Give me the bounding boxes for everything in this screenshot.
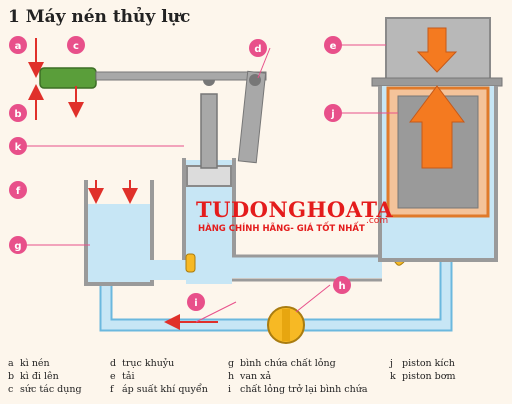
- callout-a-label: a: [15, 41, 22, 52]
- callout-c: [67, 36, 85, 54]
- callout-k: [9, 137, 27, 155]
- pump-piston-rod: [200, 93, 218, 169]
- callout-g-label: g: [14, 241, 21, 252]
- page-title: 1 Máy nén thủy lực: [8, 7, 191, 27]
- callouts: a b c d e f g h i j k: [9, 36, 351, 311]
- callout-d-label: d: [254, 44, 261, 55]
- pump-cylinder: [182, 74, 236, 284]
- callout-h: [333, 276, 351, 294]
- watermark-suffix: .com: [366, 216, 389, 226]
- callout-j-label: j: [330, 109, 334, 120]
- watermark-brand: TUDONGHOATA: [196, 197, 394, 222]
- callout-e: [324, 36, 342, 54]
- callout-b-label: b: [14, 109, 21, 120]
- lift-arrow: [409, 85, 465, 169]
- callout-c-label: c: [73, 41, 79, 52]
- load-arrow: [416, 27, 458, 73]
- callout-i: [187, 293, 205, 311]
- hydraulic-press-diagram: a b c d e f g h i j k: [9, 17, 503, 344]
- callout-k-label: k: [15, 142, 22, 153]
- pump-piston: [186, 165, 232, 187]
- jack-cylinder: [371, 17, 503, 262]
- callout-h-label: h: [338, 281, 345, 292]
- callout-d: [249, 39, 267, 57]
- callout-e-label: e: [330, 41, 337, 52]
- callout-b: [9, 104, 27, 122]
- callout-a: [9, 36, 27, 54]
- reservoir: [84, 180, 186, 286]
- callout-i-label: i: [194, 298, 197, 309]
- lever-handle: [39, 67, 97, 89]
- callout-j: [324, 104, 342, 122]
- inlet-check-valve: [185, 253, 196, 273]
- watermark-slogan: HÀNG CHÍNH HÃNG- GIÁ TỐT NHẤT: [198, 224, 365, 234]
- callout-f: [9, 181, 27, 199]
- pressure-channel: [232, 256, 382, 278]
- callout-f-label: f: [16, 186, 21, 197]
- lever: [39, 67, 267, 164]
- callout-g: [9, 236, 27, 254]
